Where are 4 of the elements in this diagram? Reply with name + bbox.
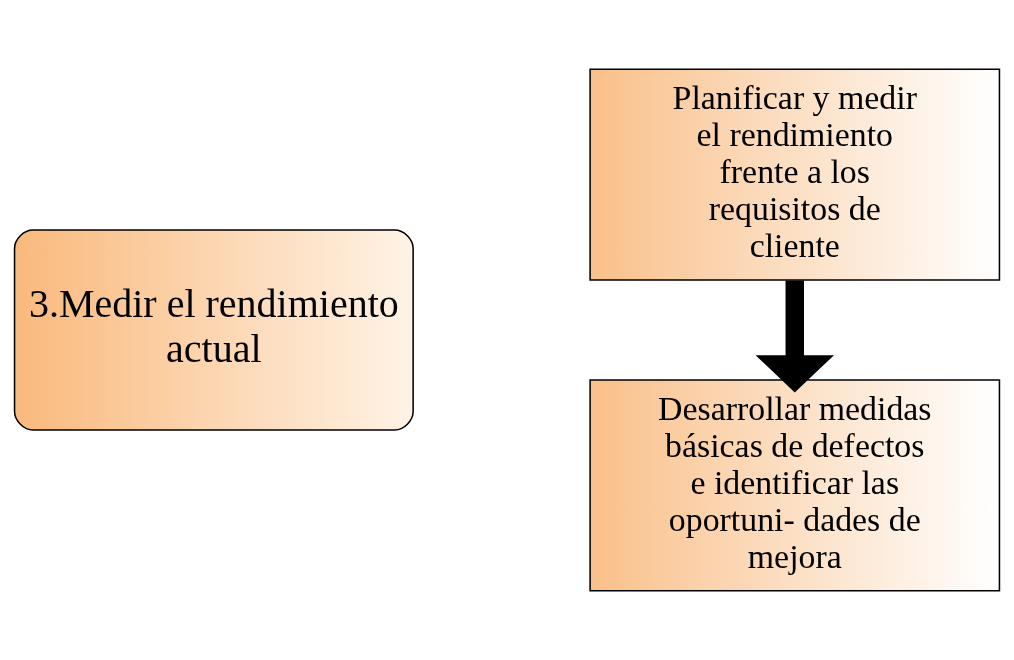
node-box: Desarrollar medidas básicas de defectos e identificar las oportuni- dades de mejora (589, 379, 1001, 592)
arrow (755, 280, 834, 393)
node-box: 3.Medir el rendimiento actual (13, 229, 414, 431)
node-box: Planificar y medir el rendimiento frente a los requisitos de cliente (589, 68, 1001, 281)
